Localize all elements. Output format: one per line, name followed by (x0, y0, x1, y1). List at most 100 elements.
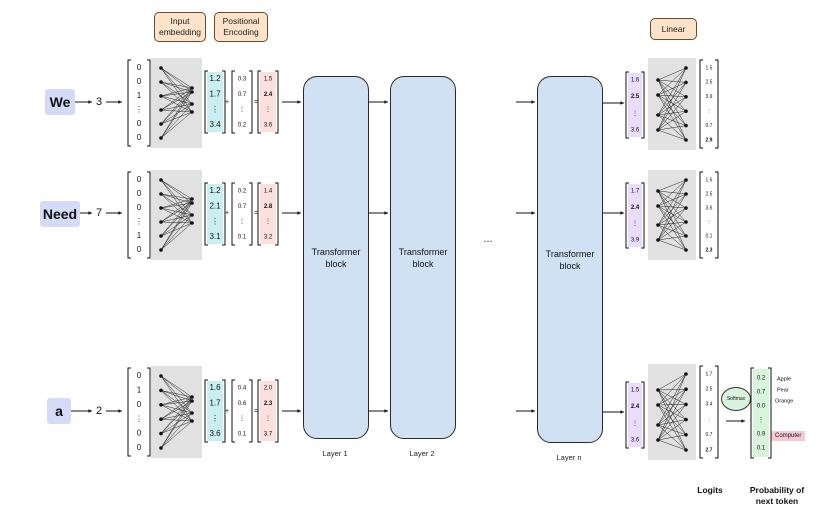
hidden-bracket (625, 71, 645, 139)
embedding-network-edge (160, 390, 193, 398)
linear-network-node (684, 192, 688, 196)
hidden-vector-bg (628, 383, 642, 447)
embedding-network-edge (160, 67, 193, 113)
linear-network-edge (657, 373, 687, 391)
onehot-value: 0 (137, 245, 142, 254)
prob-word: Pear (777, 387, 789, 393)
linear-network-edge (657, 404, 687, 435)
probability-value: 0.7 (757, 390, 766, 396)
into-block-n-arrow-head (531, 100, 535, 104)
logits-bracket (699, 171, 719, 259)
linear-network-edge (657, 129, 687, 141)
linear-network-node (684, 206, 688, 210)
positional-value: 0.7 (238, 92, 247, 98)
sum-value: 1.5 (264, 77, 273, 83)
id-to-onehot-arrow-head (118, 409, 122, 413)
linear-network-edge (657, 224, 687, 237)
linear-network-edge (657, 179, 687, 207)
linear-network-edge (657, 94, 687, 141)
linear-network-edge (657, 224, 687, 251)
embedding-network-edge (160, 87, 193, 111)
embedding-network-edge (160, 396, 193, 406)
hidden-value: ⋮ (632, 421, 638, 427)
embedding-value: ⋮ (211, 414, 219, 423)
embedding-network-edge (160, 81, 193, 89)
embedding-value: 1.6 (209, 383, 221, 392)
embedding-network-edge (160, 412, 193, 420)
embedding-network-edge (160, 396, 193, 420)
embedding-network-edge (160, 179, 193, 200)
embedding-network-node (190, 197, 194, 201)
sum-bracket (257, 182, 279, 246)
onehot-value: ⋮ (135, 217, 143, 226)
linear-network-node (684, 66, 688, 70)
probability-label: Probability of next token (749, 485, 805, 506)
embedding-network-node (159, 94, 163, 98)
embedding-network-node (190, 411, 194, 415)
transformer-block-1: Transformer block (303, 76, 369, 439)
transformer-block-n: Transformer block (537, 76, 603, 443)
hidden-value: 1.6 (631, 78, 640, 84)
into-block-2-arrow-head (384, 100, 388, 104)
logits-value: 2.3 (706, 247, 713, 253)
linear-network-node (684, 123, 688, 128)
embedding-network-node (159, 417, 163, 422)
embedding-network-edge (160, 207, 193, 216)
linear-network-edge (657, 221, 687, 241)
linear-network-edge (657, 190, 687, 237)
linear-network-edge (657, 221, 687, 226)
linear-network-node (684, 387, 688, 392)
linear-network-node (684, 234, 688, 238)
linear-network-edge (657, 110, 687, 131)
linear-network-edge (657, 373, 687, 406)
linear-network-edge (657, 82, 687, 96)
onehot-value: 0 (137, 133, 142, 142)
hidden-value: 3.6 (631, 128, 640, 134)
sum-value: ⋮ (265, 107, 271, 113)
embedding-network-node (159, 136, 163, 140)
out-of-block-arrow-head (620, 101, 624, 105)
embedding-network-edge (160, 67, 193, 93)
embedding-network-edge (160, 111, 193, 139)
positional-bracket (231, 379, 253, 443)
embedding-network-edge (160, 222, 193, 237)
logits-value: 0.7 (706, 123, 713, 129)
logits-bracket (699, 365, 719, 459)
embedding-network-edge (160, 81, 193, 93)
hidden-value: 2.4 (631, 404, 640, 410)
embedding-network-node (159, 248, 163, 252)
embedding-vector-bg (207, 184, 223, 244)
into-block-1-arrow-head (297, 100, 301, 104)
embedding-network-edge (160, 179, 193, 204)
embedding-value: 3.1 (209, 232, 221, 241)
embedding-network-edge (160, 214, 193, 251)
linear-network-edge (657, 235, 687, 241)
embedding-network-edge (160, 193, 193, 216)
embedding-value: 1.2 (209, 186, 221, 195)
sum-value: 2.3 (264, 401, 273, 407)
id-to-onehot-arrow-head (118, 100, 122, 104)
embedding-network-node (159, 192, 163, 196)
onehot-value: 0 (137, 77, 142, 86)
embedding-value: 2.1 (209, 201, 221, 210)
linear-network-edge (657, 94, 687, 112)
logits-value: 3.9 (706, 94, 713, 100)
embedding-network-node (159, 80, 163, 84)
linear-network-node (656, 78, 660, 82)
embedding-network-node (190, 419, 194, 423)
embedding-network-edge (160, 396, 193, 449)
into-block-n-arrow-head (531, 409, 535, 413)
embedding-network-edge (160, 221, 193, 224)
embedding-value: 1.7 (209, 89, 221, 98)
embedding-network-edge (160, 91, 193, 139)
embedding-network-edge (160, 214, 193, 237)
linear-network-node (684, 402, 688, 407)
embedding-network-node (190, 213, 194, 217)
linear-network-node (684, 178, 688, 182)
linear-network-node (656, 93, 660, 97)
embedding-network-edge (160, 202, 193, 209)
linear-network-node (656, 423, 660, 427)
logits-bracket (699, 59, 719, 149)
logits-value: ⋮ (707, 109, 712, 115)
